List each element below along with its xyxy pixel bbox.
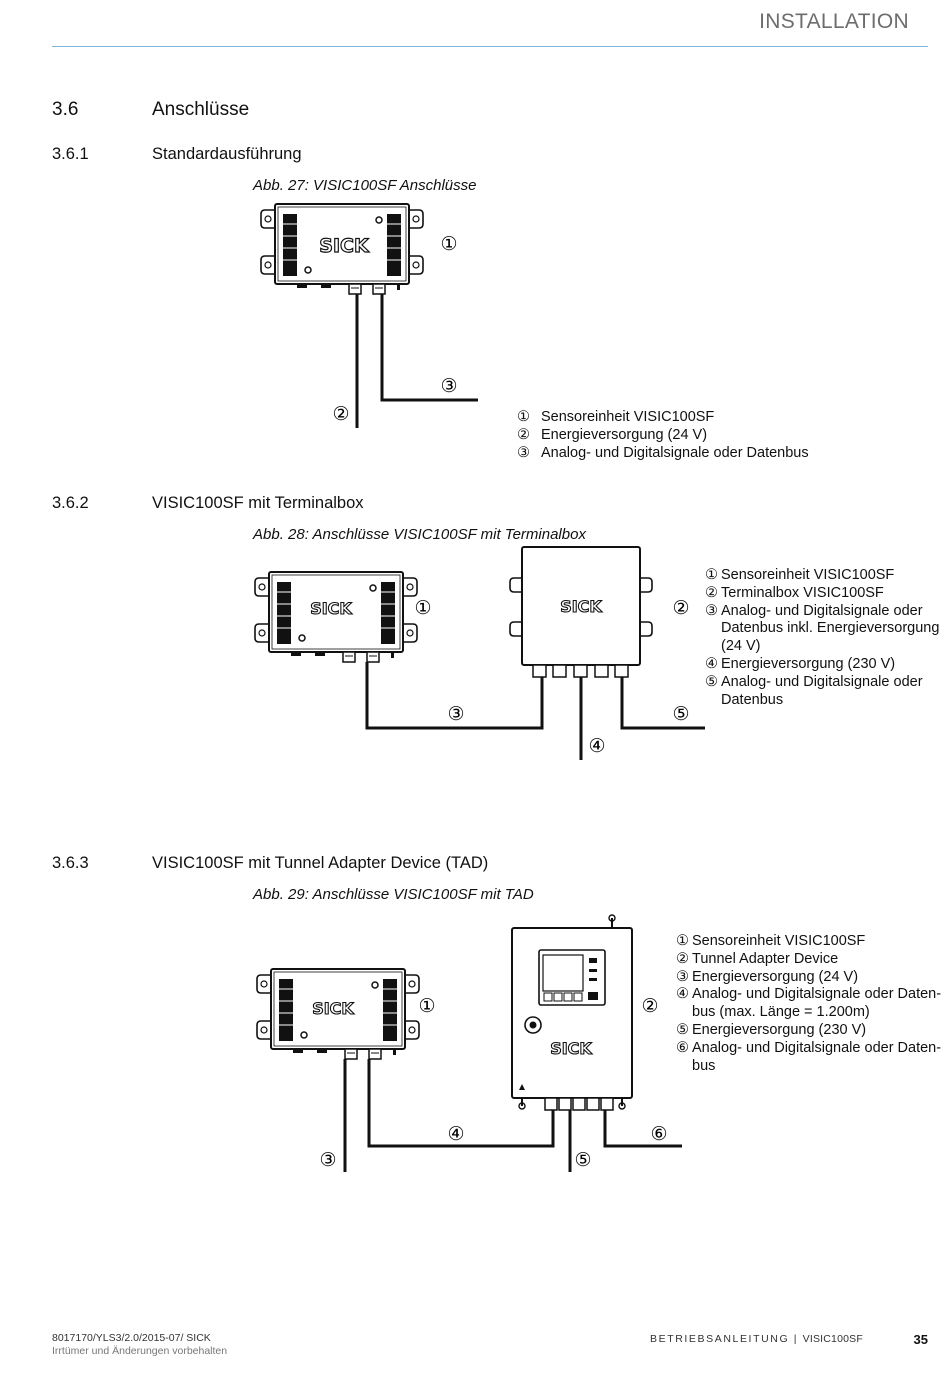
cable-signal [380, 294, 478, 402]
cable-3 [365, 662, 544, 730]
callout-3: ③ [447, 703, 464, 725]
sensor-unit-drawing: SICK [254, 571, 418, 663]
legend-text: Analog- und Digitalsignale oder Datenbus [541, 444, 809, 461]
callout-1: ① [414, 597, 431, 619]
callout-4: ④ [447, 1123, 464, 1145]
footer-manual: BETRIEBSANLEITUNG | VISIC100SF [650, 1333, 863, 1345]
callout-5: ⑤ [574, 1149, 591, 1171]
header-rule [52, 46, 928, 47]
subsection-number: 3.6.3 [52, 854, 89, 872]
legend-number: ③ [705, 602, 718, 619]
cable-5 [620, 677, 705, 730]
legend-number: ④ [705, 655, 718, 672]
legend-item: ③ Analog- und Digitalsignale oder Datenbu… [517, 445, 809, 463]
footer-manual-label: BETRIEBSANLEITUNG [650, 1333, 790, 1345]
callout-1: ① [440, 233, 457, 255]
legend-number: ④ [676, 986, 689, 1003]
callout-5: ⑤ [672, 703, 689, 725]
footer-model: VISIC100SF [802, 1333, 863, 1345]
cable-4 [367, 1059, 555, 1148]
legend-text: Energieversorgung (24 V) [692, 968, 859, 985]
legend-number: ① [705, 567, 718, 583]
legend-text: Energieversorgung (230 V) [692, 1021, 867, 1038]
legend-text: Terminalbox VISIC100SF [721, 584, 884, 601]
callout-2: ② [641, 995, 658, 1017]
legend-number: ⑤ [705, 673, 718, 690]
footer-separator: | [793, 1333, 799, 1345]
legend-number: ⑥ [676, 1039, 689, 1056]
subsection-title: VISIC100SF mit Tunnel Adapter Device (TA… [152, 854, 489, 872]
legend-number: ③ [676, 968, 689, 985]
callout-4: ④ [588, 735, 605, 757]
legend-number: ② [705, 584, 718, 601]
legend-number: ① [676, 933, 689, 949]
figure-caption: Abb. 27: VISIC100SF Anschlüsse [253, 177, 477, 194]
subsection-number: 3.6.2 [52, 494, 89, 512]
legend-text: Sensoreinheit VISIC100SF [541, 409, 715, 425]
sick-logo: SICK [319, 235, 370, 257]
subsection-number: 3.6.1 [52, 145, 89, 163]
section-title: Anschlüsse [152, 99, 250, 120]
legend-text: Analog- und Digitalsignale oder Daten-bu… [692, 1039, 942, 1074]
legend-text: Sensoreinheit VISIC100SF [692, 933, 866, 949]
subsection-title: Standardausführung [152, 145, 302, 163]
legend-item: ② Energieversorgung (24 V) [517, 427, 809, 445]
sick-logo: SICK [550, 1039, 592, 1058]
subsection-title: VISIC100SF mit Terminalbox [152, 494, 364, 512]
callout-1: ① [418, 995, 435, 1017]
sick-logo: SICK [310, 599, 352, 618]
sensor-unit-drawing: SICK [260, 203, 424, 295]
footer-note: Irrtümer und Änderungen vorbehalten [52, 1345, 228, 1357]
sick-logo: SICK [312, 999, 354, 1018]
legend-text: Energieversorgung (230 V) [721, 655, 896, 672]
page-number: 35 [913, 1332, 928, 1347]
legend-number: ② [676, 950, 689, 967]
legend-number: ⑤ [676, 1021, 689, 1038]
callout-2: ② [672, 597, 689, 619]
legend-text: Sensoreinheit VISIC100SF [721, 567, 895, 583]
legend-number: ① [517, 409, 530, 425]
figure-legend: ① Sensoreinheit VISIC100SF ② Energieversor… [517, 409, 809, 462]
footer-doc-info: 8017170/YLS3/2.0/2015-07/ SICK Irrtümer … [52, 1332, 227, 1358]
legend-number: ③ [517, 444, 530, 461]
running-header: INSTALLATION [759, 10, 909, 33]
callout-6: ⑥ [650, 1123, 667, 1145]
legend-item: ① Sensoreinheit VISIC100SF [517, 409, 809, 427]
legend-text: Analog- und Digitalsignale oder Daten-bu… [692, 986, 942, 1021]
section-number: 3.6 [52, 99, 79, 120]
legend-text: Energieversorgung (24 V) [541, 426, 708, 443]
callout-2: ② [332, 403, 349, 425]
cable-6 [603, 1110, 682, 1148]
footer-doc-id: 8017170/YLS3/2.0/2015-07/ SICK [52, 1332, 211, 1344]
tunnel-adapter-device-drawing: SICK [511, 914, 633, 1111]
legend-number: ② [517, 426, 530, 443]
sick-logo: SICK [560, 597, 602, 616]
figure-caption: Abb. 28: Anschlüsse VISIC100SF mit Termi… [253, 526, 586, 543]
terminalbox-drawing: SICK [509, 546, 653, 678]
legend-text: Tunnel Adapter Device [692, 950, 839, 967]
callout-3: ③ [440, 375, 457, 397]
figure-caption: Abb. 29: Anschlüsse VISIC100SF mit TAD [253, 886, 534, 903]
callout-3: ③ [319, 1149, 336, 1171]
sensor-unit-drawing: SICK [256, 968, 420, 1060]
